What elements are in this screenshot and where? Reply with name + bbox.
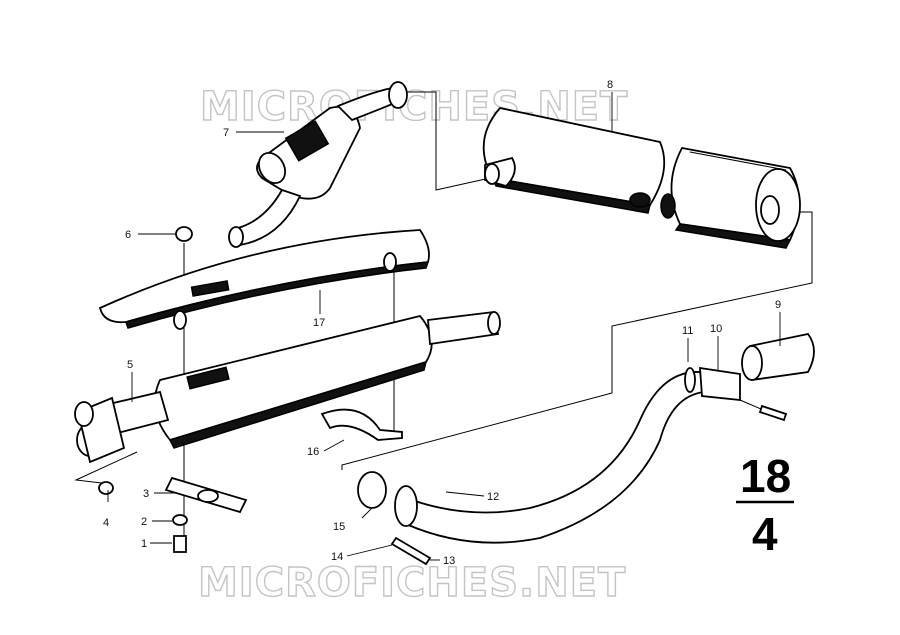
callout-12: 12 (487, 491, 499, 503)
part-5-centre-silencer (74, 311, 501, 464)
callout-10: 10 (710, 323, 722, 335)
callout-14: 14 (331, 551, 343, 563)
callout-15: 15 (333, 521, 345, 533)
part-15-sealing-ring (357, 471, 387, 509)
group-number-bottom: 4 (752, 508, 778, 560)
callout-7: 7 (223, 127, 229, 139)
callout-1: 1 (141, 538, 147, 550)
callout-8: 8 (607, 79, 613, 91)
part-7-front-silencer (228, 81, 408, 248)
callout-3: 3 (143, 488, 149, 500)
callout-5: 5 (127, 359, 133, 371)
callout-11: 11 (682, 325, 693, 337)
part-17-heat-shield (98, 229, 430, 330)
callout-2: 2 (141, 516, 147, 528)
parts-13-14-bolt (390, 536, 432, 566)
part-16-clamp-strap (320, 408, 403, 441)
callout-4: 4 (103, 517, 109, 529)
callout-16: 16 (307, 446, 319, 458)
callouts: 1 2 3 4 5 6 7 8 9 10 11 12 13 14 15 16 1… (103, 79, 781, 567)
parts-9-12-rear-pipe (394, 333, 815, 544)
callout-6: 6 (125, 229, 131, 241)
part-6-nut (175, 226, 193, 242)
part-8-rear-silencer (482, 107, 801, 249)
callout-13: 13 (443, 555, 455, 567)
group-number: 18 4 (736, 450, 794, 560)
watermark-bottom: MICROFICHES.NET (198, 560, 626, 606)
callout-17: 17 (313, 317, 325, 329)
group-number-top: 18 (740, 450, 791, 502)
callout-9: 9 (775, 299, 781, 311)
leader-lines (107, 92, 781, 561)
parts-1-4-hanger-hardware (98, 476, 248, 553)
